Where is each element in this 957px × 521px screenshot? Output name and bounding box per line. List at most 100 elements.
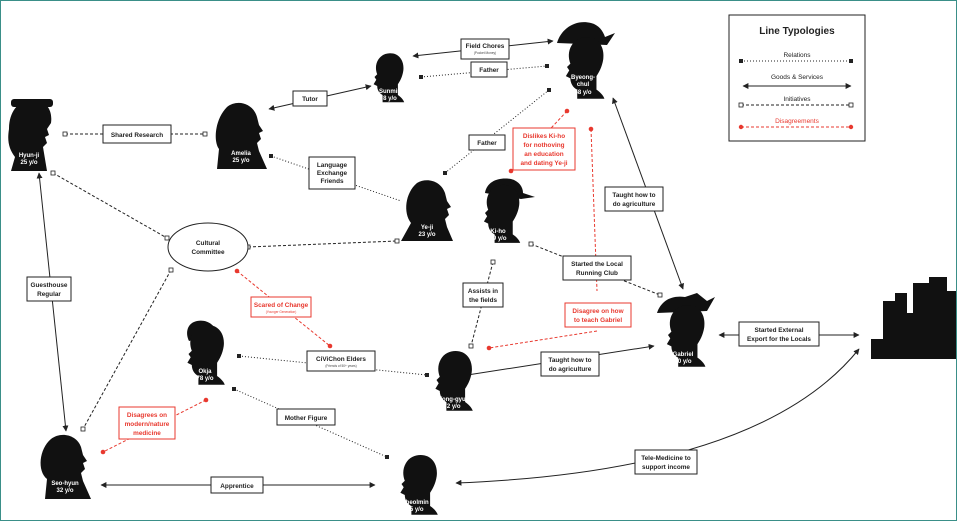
city-skyline-icon	[871, 277, 956, 359]
label-apprentice: Apprentice	[210, 476, 264, 494]
svg-text:Export for the Locals: Export for the Locals	[747, 336, 811, 343]
cheolmin-age: 55 y/o	[406, 507, 423, 513]
svg-text:do agriculture: do agriculture	[549, 366, 592, 373]
label-taught-agri-top: Taught how to do agriculture	[604, 186, 664, 212]
svg-text:Dislikes Ki-ho: Dislikes Ki-ho	[523, 133, 565, 140]
sunmin-age: 8 y/o	[383, 96, 397, 102]
svg-text:Friends: Friends	[320, 178, 344, 185]
cultural-committee-node: Cultural Committee	[167, 222, 249, 272]
svg-text:modern/nature: modern/nature	[125, 421, 170, 428]
amelia-name: Amelia	[231, 151, 251, 157]
svg-text:(Friends of 50+ years): (Friends of 50+ years)	[325, 364, 356, 368]
okja-name: Okja	[198, 369, 212, 375]
legend-item-goods: Goods & Services	[771, 74, 824, 81]
yeji-silhouette	[401, 180, 453, 241]
sunmin-name: Sunmin	[379, 89, 401, 95]
person-amelia: Amelia 25 y/o	[215, 102, 267, 169]
svg-text:medicine: medicine	[133, 430, 161, 437]
label-running-club: Started the Local Running Club	[562, 255, 632, 281]
label-father-mid: Father	[468, 134, 506, 151]
hyunji-name: Hyun-ji	[19, 153, 40, 159]
legend-title: Line Typologies	[759, 26, 835, 37]
okja-age: 78 y/o	[196, 376, 213, 382]
svg-text:Started the Local: Started the Local	[571, 261, 623, 268]
line-committee-yeji	[247, 240, 398, 248]
yeji-age: 23 y/o	[418, 232, 435, 238]
svg-text:Started External: Started External	[754, 327, 803, 334]
label-disagrees-medicine: Disagrees on modern/nature medicine	[118, 406, 176, 440]
svg-text:Tutor: Tutor	[302, 96, 318, 103]
seohyun-age: 32 y/o	[56, 488, 73, 494]
person-sunmin: Sunmin 8 y/o	[373, 53, 405, 103]
label-shared-research: Shared Research	[102, 124, 172, 144]
hyunji-silhouette	[8, 99, 52, 171]
yeji-name: Ye-ji	[421, 225, 434, 231]
byeongchul-age: 58 y/o	[574, 90, 591, 96]
person-hyunji: Hyun-ji 25 y/o	[8, 99, 53, 171]
relation-labels: Field Chores (Pocket Money) Father Tutor…	[26, 38, 820, 494]
person-seohyun: Seo-hyun 32 y/o	[40, 434, 91, 499]
svg-text:Shared Research: Shared Research	[111, 132, 163, 139]
line-telemedicine	[455, 348, 860, 486]
svg-text:Regular: Regular	[37, 291, 61, 298]
svg-text:Tele-Medicine to: Tele-Medicine to	[641, 455, 691, 462]
legend: Line Typologies Relations Goods & Servic…	[728, 14, 866, 142]
byeongchul-name-1: Byeong-	[571, 75, 595, 81]
svg-text:Running Club: Running Club	[576, 270, 618, 277]
person-byeongchul: Byeong- chul 58 y/o	[557, 22, 615, 99]
label-telemedicine: Tele-Medicine to support income	[634, 449, 698, 475]
label-taught-agri-bottom: Taught how to do agriculture	[540, 351, 600, 377]
gabriel-hat	[657, 293, 715, 313]
hyunji-age: 25 y/o	[20, 160, 37, 166]
legend-item-disagreements: Disagreements	[775, 118, 819, 125]
committee-label-2: Committee	[191, 249, 224, 256]
label-assists-fields: Assists in the fields	[462, 282, 504, 308]
svg-text:Field Chores: Field Chores	[466, 43, 505, 50]
svg-text:and dating Ye-ji: and dating Ye-ji	[520, 160, 567, 167]
hyunji-hat	[11, 99, 53, 107]
label-civichon: CiViChon Elders (Friends of 50+ years)	[306, 350, 376, 372]
svg-text:Taught how to: Taught how to	[612, 192, 655, 199]
label-tutor: Tutor	[292, 90, 328, 107]
amelia-age: 25 y/o	[232, 158, 249, 164]
label-language-exchange: Language Exchange Friends	[308, 156, 356, 190]
svg-text:(Younger Generation): (Younger Generation)	[266, 310, 297, 314]
gabriel-name: Gabriel	[673, 352, 694, 358]
person-gabriel: Gabriel 30 y/o	[657, 293, 715, 367]
svg-text:an education: an education	[524, 151, 564, 158]
kiho-name: Ki-ho	[490, 229, 506, 235]
person-okja: Okja 78 y/o	[187, 320, 225, 385]
gabriel-age: 30 y/o	[674, 359, 691, 365]
svg-text:Disagrees on: Disagrees on	[127, 412, 167, 419]
svg-text:Father: Father	[479, 67, 499, 74]
svg-text:for nothoving: for nothoving	[523, 142, 564, 149]
legend-item-relations: Relations	[783, 52, 811, 59]
svg-text:CiViChon Elders: CiViChon Elders	[316, 356, 366, 363]
person-yonggyu: Yong-gyu 72 y/o	[435, 351, 473, 411]
kiho-age: 29 y/o	[489, 236, 506, 242]
committee-label-1: Cultural	[196, 240, 220, 247]
svg-text:(Pocket Money): (Pocket Money)	[474, 51, 496, 55]
line-father-mid	[444, 89, 550, 174]
svg-text:Guesthouse: Guesthouse	[31, 282, 68, 289]
label-dislikes-kiho: Dislikes Ki-ho for nothoving an educatio…	[512, 127, 576, 171]
byeongchul-hat	[557, 22, 615, 45]
byeongchul-name-2: chul	[577, 82, 590, 88]
label-started-export: Started External Export for the Locals	[738, 321, 820, 347]
line-disagree-teach-bottom	[488, 330, 598, 349]
label-field-chores: Field Chores (Pocket Money)	[460, 38, 510, 60]
legend-item-initiatives: Initiatives	[783, 96, 811, 103]
yonggyu-age: 72 y/o	[443, 404, 460, 410]
seohyun-name: Seo-hyun	[51, 481, 79, 487]
line-committee-seohyun	[82, 269, 172, 430]
line-committee-hyunji	[52, 172, 168, 239]
svg-text:Assists in: Assists in	[468, 288, 498, 295]
cheolmin-name: Cheolmin	[401, 500, 429, 506]
line-mother-figure	[233, 388, 388, 458]
svg-text:Scared of Change: Scared of Change	[254, 302, 309, 309]
svg-text:Exchange: Exchange	[317, 170, 348, 177]
person-cheolmin: Cheolmin 55 y/o	[400, 455, 438, 515]
svg-text:Mother Figure: Mother Figure	[285, 415, 328, 422]
